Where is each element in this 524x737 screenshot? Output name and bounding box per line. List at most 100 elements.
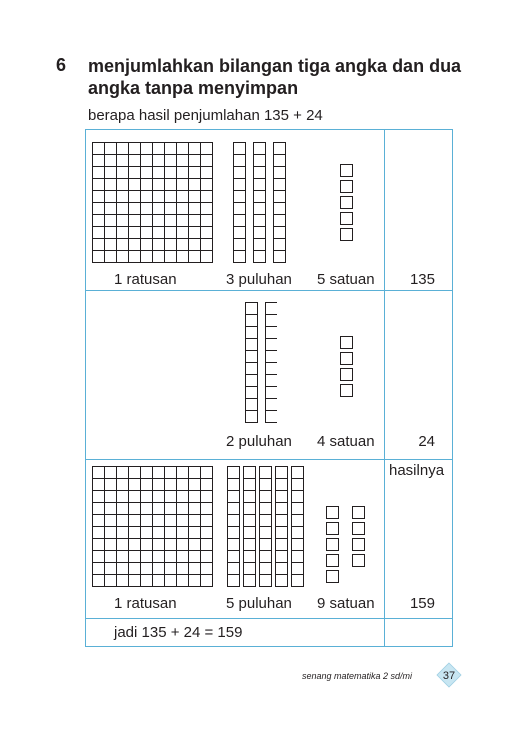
hundred-cell (176, 202, 189, 215)
unit-cube (340, 212, 353, 225)
hundred-cell (140, 166, 153, 179)
hundred-cell (188, 562, 201, 575)
hundred-cell (104, 478, 117, 491)
hundred-cell (200, 466, 213, 479)
ten-rod-cell (227, 526, 240, 539)
hundred-cell (92, 178, 105, 191)
hundred-cell (104, 250, 117, 263)
hundred-cell (104, 154, 117, 167)
hundred-cell (188, 574, 201, 587)
ten-rod-cell (253, 154, 266, 167)
tens-rods (233, 142, 289, 266)
hundred-cell (92, 214, 105, 227)
ten-rod-cell (265, 326, 277, 339)
ten-rod-cell (245, 386, 258, 399)
hundred-cell (92, 154, 105, 167)
unit-cube (340, 228, 353, 241)
unit-cube (352, 554, 365, 567)
ten-rod-cell (259, 502, 272, 515)
unit-cube (326, 506, 339, 519)
hundred-cell (164, 574, 177, 587)
hundred-cell (200, 550, 213, 563)
ten-rod-cell (253, 238, 266, 251)
ten-rod-cell (243, 490, 256, 503)
ten-rod-cell (245, 326, 258, 339)
hundred-cell (116, 490, 129, 503)
ten-rod-cell (253, 142, 266, 155)
hundred-cell (188, 538, 201, 551)
ten-rod-cell (253, 178, 266, 191)
hundred-cell (92, 526, 105, 539)
unit-cube (340, 368, 353, 381)
ten-rod-cell (265, 410, 277, 423)
hundred-cell (92, 514, 105, 527)
hundred-cell (128, 490, 141, 503)
ten-rod-cell (265, 314, 277, 327)
ten-rod-cell (233, 178, 246, 191)
hundred-cell (140, 526, 153, 539)
hundred-cell (128, 202, 141, 215)
unit-cube (352, 538, 365, 551)
row-divider (86, 459, 452, 460)
ten-rod-cell (273, 142, 286, 155)
page-number: 37 (443, 670, 455, 682)
hundred-cell (140, 502, 153, 515)
ten-rod-cell (245, 302, 258, 315)
hundred-cell (140, 466, 153, 479)
hundred-cell (128, 550, 141, 563)
hundred-cell (164, 526, 177, 539)
hundred-cell (188, 526, 201, 539)
hundred-cell (164, 214, 177, 227)
hundred-cell (92, 478, 105, 491)
ten-rod-cell (245, 398, 258, 411)
hundred-cell (92, 502, 105, 515)
hundred-cell (152, 142, 165, 155)
ten-rod-cell (245, 362, 258, 375)
hundred-cell (128, 226, 141, 239)
hundred-cell (116, 550, 129, 563)
result-heading: hasilnya (389, 462, 445, 479)
hundred-cell (92, 202, 105, 215)
hundred-cell (176, 538, 189, 551)
hundred-cell (200, 178, 213, 191)
hundred-cell (188, 202, 201, 215)
hundred-cell (128, 526, 141, 539)
hundred-cell (140, 478, 153, 491)
ten-rod-cell (227, 478, 240, 491)
hundred-cell (140, 538, 153, 551)
ten-rod-cell (227, 562, 240, 575)
hundred-cell (128, 166, 141, 179)
ten-rod-cell (243, 478, 256, 491)
hundred-cell (152, 178, 165, 191)
hundred-cell (200, 250, 213, 263)
hundred-cell (104, 490, 117, 503)
hundred-cell (92, 142, 105, 155)
hundred-cell (104, 142, 117, 155)
unit-cube (352, 522, 365, 535)
hundred-cell (164, 514, 177, 527)
ten-rod-cell (243, 466, 256, 479)
hundred-cell (152, 538, 165, 551)
hundred-cell (152, 166, 165, 179)
hundred-cell (188, 238, 201, 251)
ten-rod-cell (227, 574, 240, 587)
ten-rod-cell (259, 514, 272, 527)
hundred-cell (116, 526, 129, 539)
ten-rod-cell (275, 502, 288, 515)
unit-cube (326, 538, 339, 551)
hundred-cell (104, 526, 117, 539)
hundred-cell (116, 178, 129, 191)
row-result: 159 (409, 595, 435, 612)
hundreds-block (92, 142, 216, 266)
section-title-line-2: angka tanpa menyimpan (88, 78, 299, 98)
tens-rods (227, 466, 307, 590)
ten-rod-cell (233, 250, 246, 263)
hundred-cell (92, 550, 105, 563)
hundred-cell (128, 238, 141, 251)
hundred-cell (104, 238, 117, 251)
hundred-cell (176, 226, 189, 239)
hundred-cell (164, 502, 177, 515)
row-divider (86, 290, 452, 291)
ten-rod-cell (227, 490, 240, 503)
place-value-table: 1 ratusan 3 puluhan 5 satuan 135 2 puluh… (85, 129, 453, 647)
